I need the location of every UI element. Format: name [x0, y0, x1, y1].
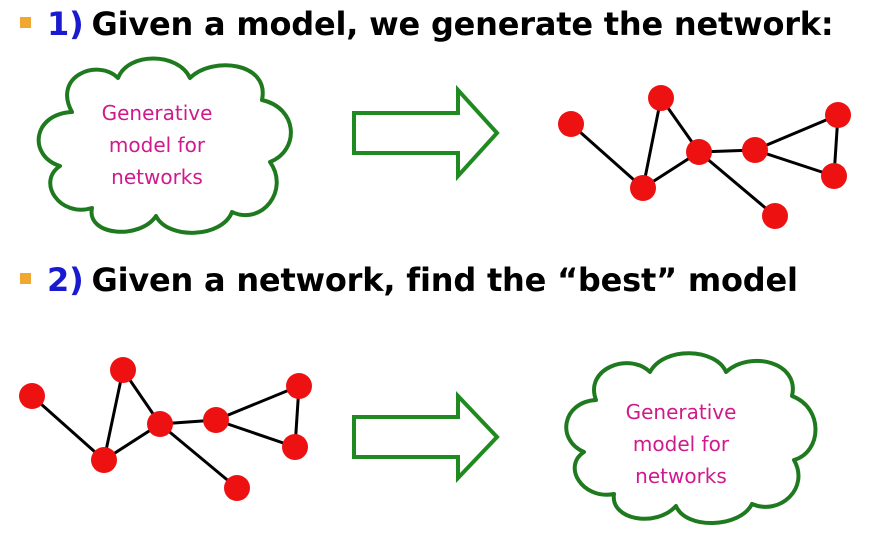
heading-2-number: 2) — [47, 261, 84, 299]
graph-edge — [31, 394, 105, 462]
graph-node — [648, 85, 674, 111]
cloud-2-shape — [564, 351, 818, 525]
graph-node — [686, 139, 712, 165]
arrow-right-icon — [352, 84, 500, 182]
cloud-1-line-3: networks — [111, 165, 203, 189]
heading-1-text: Given a model, we generate the network: — [91, 5, 834, 43]
graph-node — [147, 411, 173, 437]
graph-node — [286, 373, 312, 399]
heading-1-number: 1) — [47, 5, 84, 43]
heading-1: 1)Given a model, we generate the network… — [20, 5, 834, 43]
heading-2-text: Given a network, find the “best” model — [91, 261, 798, 299]
graph-node — [762, 203, 788, 229]
graph-node — [558, 111, 584, 137]
bullet-icon — [20, 272, 31, 284]
cloud-1-shape — [36, 56, 293, 235]
graph-node — [742, 137, 768, 163]
network-1 — [558, 85, 851, 229]
arrow-right-icon — [352, 390, 500, 484]
cloud-2-line-3: networks — [635, 464, 727, 488]
cloud-2-line-2: model for — [633, 432, 730, 456]
graph-edge — [570, 122, 644, 190]
graph-edge — [754, 113, 839, 152]
cloud-1-line-2: model for — [109, 133, 206, 157]
cloud-2-line-1: Generative — [626, 400, 737, 424]
graph-node — [91, 447, 117, 473]
graph-edge — [754, 148, 835, 178]
graph-edge — [102, 369, 125, 461]
graph-edge — [215, 384, 300, 422]
graph-edge — [215, 418, 296, 449]
cloud-1-line-1: Generative — [102, 101, 213, 125]
graph-node — [224, 475, 250, 501]
graph-node — [282, 434, 308, 460]
graph-node — [203, 407, 229, 433]
cloud-1: Generative model for networks — [36, 56, 293, 235]
graph-node — [19, 383, 45, 409]
network-2 — [19, 357, 312, 501]
graph-node — [630, 175, 656, 201]
graph-node — [825, 102, 851, 128]
graph-node — [821, 163, 847, 189]
graph-edge — [159, 422, 238, 490]
graph-edge — [641, 97, 663, 189]
graph-edge — [698, 150, 776, 218]
bullet-icon — [20, 16, 31, 28]
heading-2: 2)Given a network, find the “best” model — [20, 261, 798, 299]
graph-node — [110, 357, 136, 383]
cloud-2: Generative model for networks — [564, 351, 818, 525]
